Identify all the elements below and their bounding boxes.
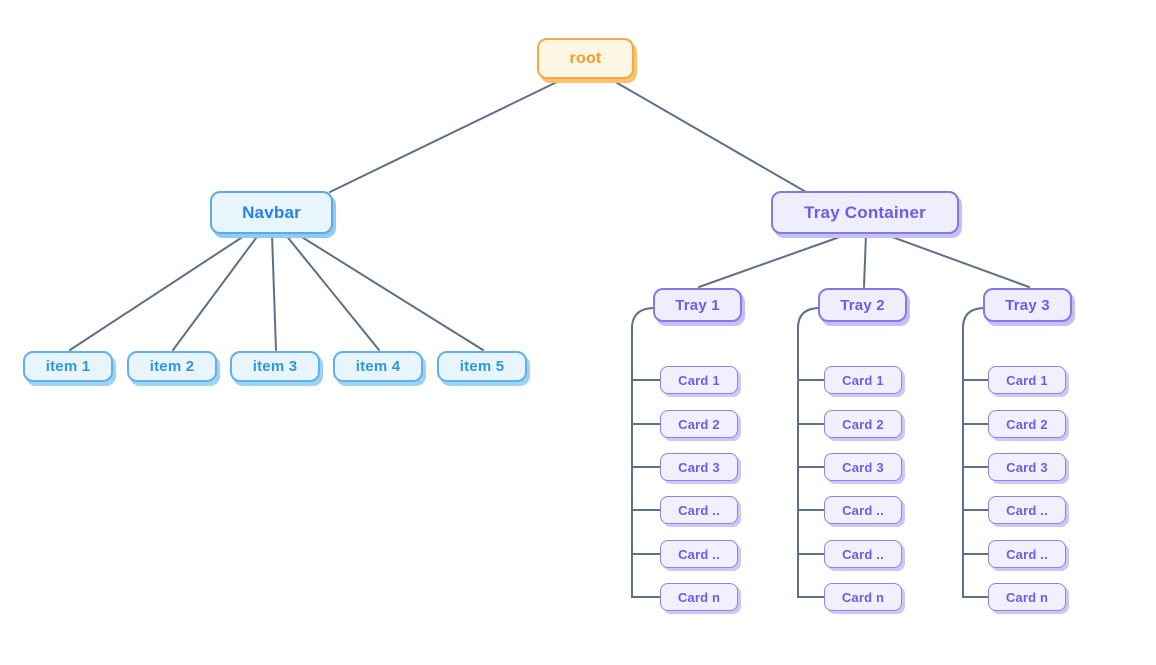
node-navbar-item-2: item 2 [127, 351, 217, 382]
edge-navbar-item1 [69, 233, 248, 351]
node-tray-container: Tray Container [771, 191, 959, 234]
bracket-tray1-stubs [631, 379, 661, 555]
node-tray3-card-5: Card .. [988, 540, 1066, 568]
edge-navbar-item5 [296, 233, 484, 351]
edge-navbar-item4 [284, 233, 380, 351]
node-tray1-card-2: Card 2 [660, 410, 738, 438]
node-tray-1: Tray 1 [653, 288, 742, 322]
bracket-tray3 [962, 307, 989, 598]
node-tray1-card-1: Card 1 [660, 366, 738, 394]
bracket-tray3-stubs [962, 379, 989, 555]
node-tray3-card-6: Card n [988, 583, 1066, 611]
node-navbar-item-4: item 4 [333, 351, 423, 382]
bracket-tray2-stubs [797, 379, 825, 555]
node-tray1-card-6: Card n [660, 583, 738, 611]
node-tray1-card-4: Card .. [660, 496, 738, 524]
node-tray2-card-2: Card 2 [824, 410, 902, 438]
node-navbar-item-1: item 1 [23, 351, 113, 382]
node-tray1-card-3: Card 3 [660, 453, 738, 481]
edge-navbar-item3 [271, 233, 277, 351]
node-tray3-card-1: Card 1 [988, 366, 1066, 394]
edge-traycontainer-tray1 [698, 233, 849, 288]
node-tray3-card-2: Card 2 [988, 410, 1066, 438]
edge-traycontainer-tray3 [883, 233, 1030, 288]
node-tray2-card-6: Card n [824, 583, 902, 611]
edge-traycontainer-tray2 [863, 233, 867, 288]
node-tray2-card-3: Card 3 [824, 453, 902, 481]
edge-root-tray-container [611, 79, 807, 193]
node-navbar-item-3: item 3 [230, 351, 320, 382]
edge-root-navbar [329, 79, 562, 193]
edge-navbar-item2 [172, 233, 260, 351]
node-tray3-card-3: Card 3 [988, 453, 1066, 481]
bracket-tray1 [631, 307, 661, 598]
node-tray-3: Tray 3 [983, 288, 1072, 322]
node-root: root [537, 38, 634, 79]
node-navbar-item-5: item 5 [437, 351, 527, 382]
node-tray2-card-5: Card .. [824, 540, 902, 568]
node-tray1-card-5: Card .. [660, 540, 738, 568]
node-tray3-card-4: Card .. [988, 496, 1066, 524]
node-tray-2: Tray 2 [818, 288, 907, 322]
node-navbar: Navbar [210, 191, 333, 234]
node-tray2-card-4: Card .. [824, 496, 902, 524]
bracket-tray2 [797, 307, 825, 598]
node-tray2-card-1: Card 1 [824, 366, 902, 394]
